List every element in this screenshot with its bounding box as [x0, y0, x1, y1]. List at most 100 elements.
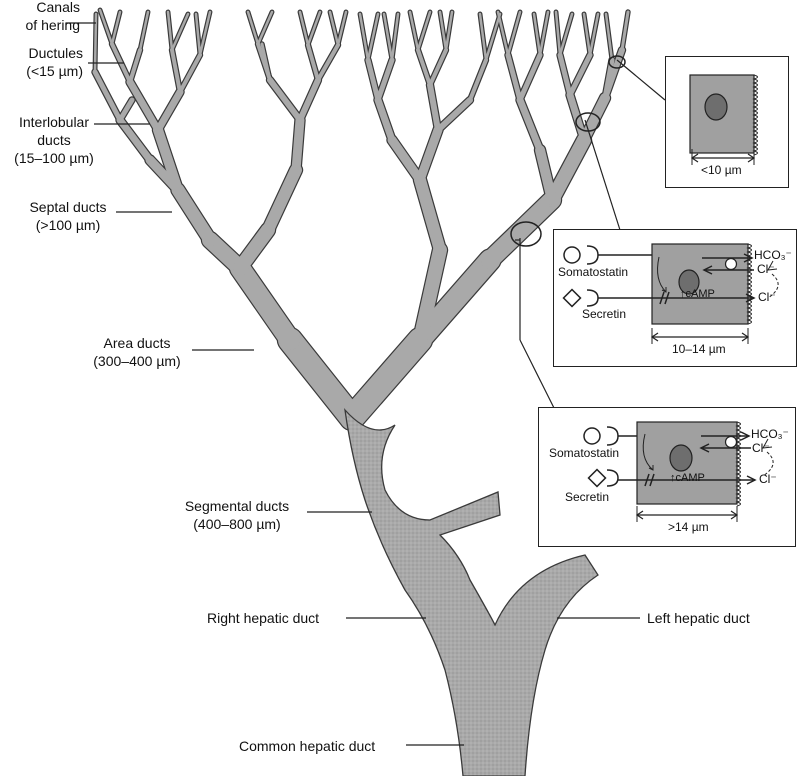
- somatostatin-label: Somatostatin: [558, 265, 629, 279]
- duct-branch: [375, 57, 395, 103]
- magnification-circles: [510, 55, 626, 247]
- leader-line: [584, 119, 621, 231]
- duct-branch: [116, 116, 154, 164]
- duct-branch: [428, 48, 448, 87]
- secretin-label: Secretin: [565, 490, 610, 504]
- duct-branch: [278, 328, 364, 430]
- duct-branch: [365, 57, 381, 103]
- septal-cell-graphic: [583, 421, 774, 522]
- inset-ductule-cell: <10 µm: [665, 56, 789, 188]
- interlobular-ducts-label: Interlobular ducts (15–100 µm): [14, 114, 94, 166]
- somatostatin-label: Somatostatin: [549, 446, 620, 460]
- duct-branch: [128, 48, 142, 84]
- duct-branch: [198, 10, 212, 57]
- leader-line: [519, 339, 556, 411]
- duct-branch: [166, 10, 174, 52]
- duct-branch: [427, 82, 441, 133]
- septal-size-label: >14 µm: [668, 520, 709, 534]
- duct-branch: [435, 97, 473, 133]
- secretin-ligand-diamond: [587, 468, 607, 488]
- canals-of-hering-label: Canals of hering: [25, 0, 80, 33]
- exchanger-circle: [724, 257, 738, 271]
- duct-branch: [516, 96, 544, 154]
- duct-branch: [92, 69, 123, 123]
- duct-branch: [408, 10, 420, 52]
- chloride-in-label: Cl⁻: [752, 441, 770, 455]
- duct-branch: [532, 12, 542, 57]
- duct-branch: [387, 135, 425, 185]
- duct-branch: [409, 249, 501, 351]
- duct-branch: [297, 77, 321, 123]
- duct-branch: [154, 88, 184, 134]
- duct-branch: [246, 10, 260, 46]
- left-hepatic-duct-label: Left hepatic duct: [647, 610, 750, 626]
- duct-branch: [416, 10, 432, 52]
- duct-branch: [413, 243, 447, 347]
- duct-branch: [444, 10, 454, 52]
- duct-branch: [170, 12, 190, 52]
- duct-branch: [496, 10, 510, 57]
- main-ducts: [344, 407, 599, 776]
- nucleus: [669, 444, 693, 472]
- inset-interlobular-cell: Somatostatin Secretin ↑cAMP HCO₃⁻ Cl⁻ Cl…: [553, 229, 797, 367]
- duct-branch: [306, 10, 322, 47]
- duct-branch: [306, 43, 320, 82]
- duct-branch: [538, 10, 550, 57]
- duct-branch: [505, 52, 523, 103]
- camp-label: ↑cAMP: [670, 472, 705, 484]
- duct-branch: [138, 10, 150, 52]
- chloride-out-label: Cl⁻: [759, 472, 777, 486]
- secretin-receptor: [606, 469, 619, 487]
- right-hepatic-duct-label: Right hepatic duct: [207, 610, 320, 626]
- duct-branch: [535, 145, 557, 205]
- somatostatin-receptor: [606, 426, 619, 446]
- secretin-label: Secretin: [582, 307, 627, 321]
- duct-branch: [233, 223, 275, 275]
- duct-branch: [230, 258, 300, 350]
- duct-branch: [484, 12, 502, 62]
- duct-branch: [256, 10, 274, 46]
- duct-branch: [414, 174, 446, 256]
- duct-branch: [336, 10, 348, 47]
- duct-branch: [558, 12, 574, 57]
- area-ducts-label: Area ducts (300–400 µm): [93, 335, 181, 369]
- bicarbonate-label: HCO₃⁻: [751, 427, 789, 441]
- duct-branch: [468, 58, 488, 102]
- duct-branch: [178, 53, 202, 94]
- nucleus: [704, 93, 728, 121]
- ductules-label: Ductules (<15 µm): [26, 45, 83, 79]
- interlobular-size-label: 10–14 µm: [672, 342, 726, 356]
- magnification-circle: [575, 112, 601, 132]
- inset-septal-cell: Somatostatin Secretin ↑cAMP HCO₃⁻ Cl⁻ Cl…: [538, 407, 796, 547]
- somatostatin-receptor: [586, 245, 599, 265]
- duct-branch: [328, 10, 340, 47]
- ductule-cell-graphic: [689, 74, 758, 165]
- duct-branch: [579, 93, 610, 145]
- duct-branch: [316, 43, 340, 82]
- duct-branch: [291, 115, 305, 175]
- duct-branch: [366, 12, 380, 62]
- ductule-size-label: <10 µm: [701, 163, 742, 177]
- hepatic-duct-trunk: [344, 407, 599, 776]
- duct-branch: [478, 12, 488, 62]
- microvilli-border: [752, 74, 758, 156]
- magnification-circle: [608, 55, 626, 69]
- nucleus: [678, 269, 700, 295]
- duct-branch: [438, 10, 448, 52]
- exchanger-circle: [724, 435, 738, 449]
- duct-branch: [171, 183, 217, 247]
- secretin-ligand-diamond: [562, 288, 582, 308]
- common-hepatic-duct-label: Common hepatic duct: [239, 738, 376, 754]
- duct-branch: [260, 42, 272, 82]
- label-leader-lines: [66, 22, 666, 746]
- duct-branch: [416, 48, 432, 87]
- chloride-in-label: Cl⁻: [757, 262, 775, 276]
- duct-branch: [382, 12, 394, 62]
- duct-branch: [620, 10, 630, 52]
- duct-branch: [545, 133, 591, 207]
- chloride-out-label: Cl⁻: [758, 290, 776, 304]
- duct-branch: [194, 12, 202, 57]
- duct-branch: [262, 164, 302, 236]
